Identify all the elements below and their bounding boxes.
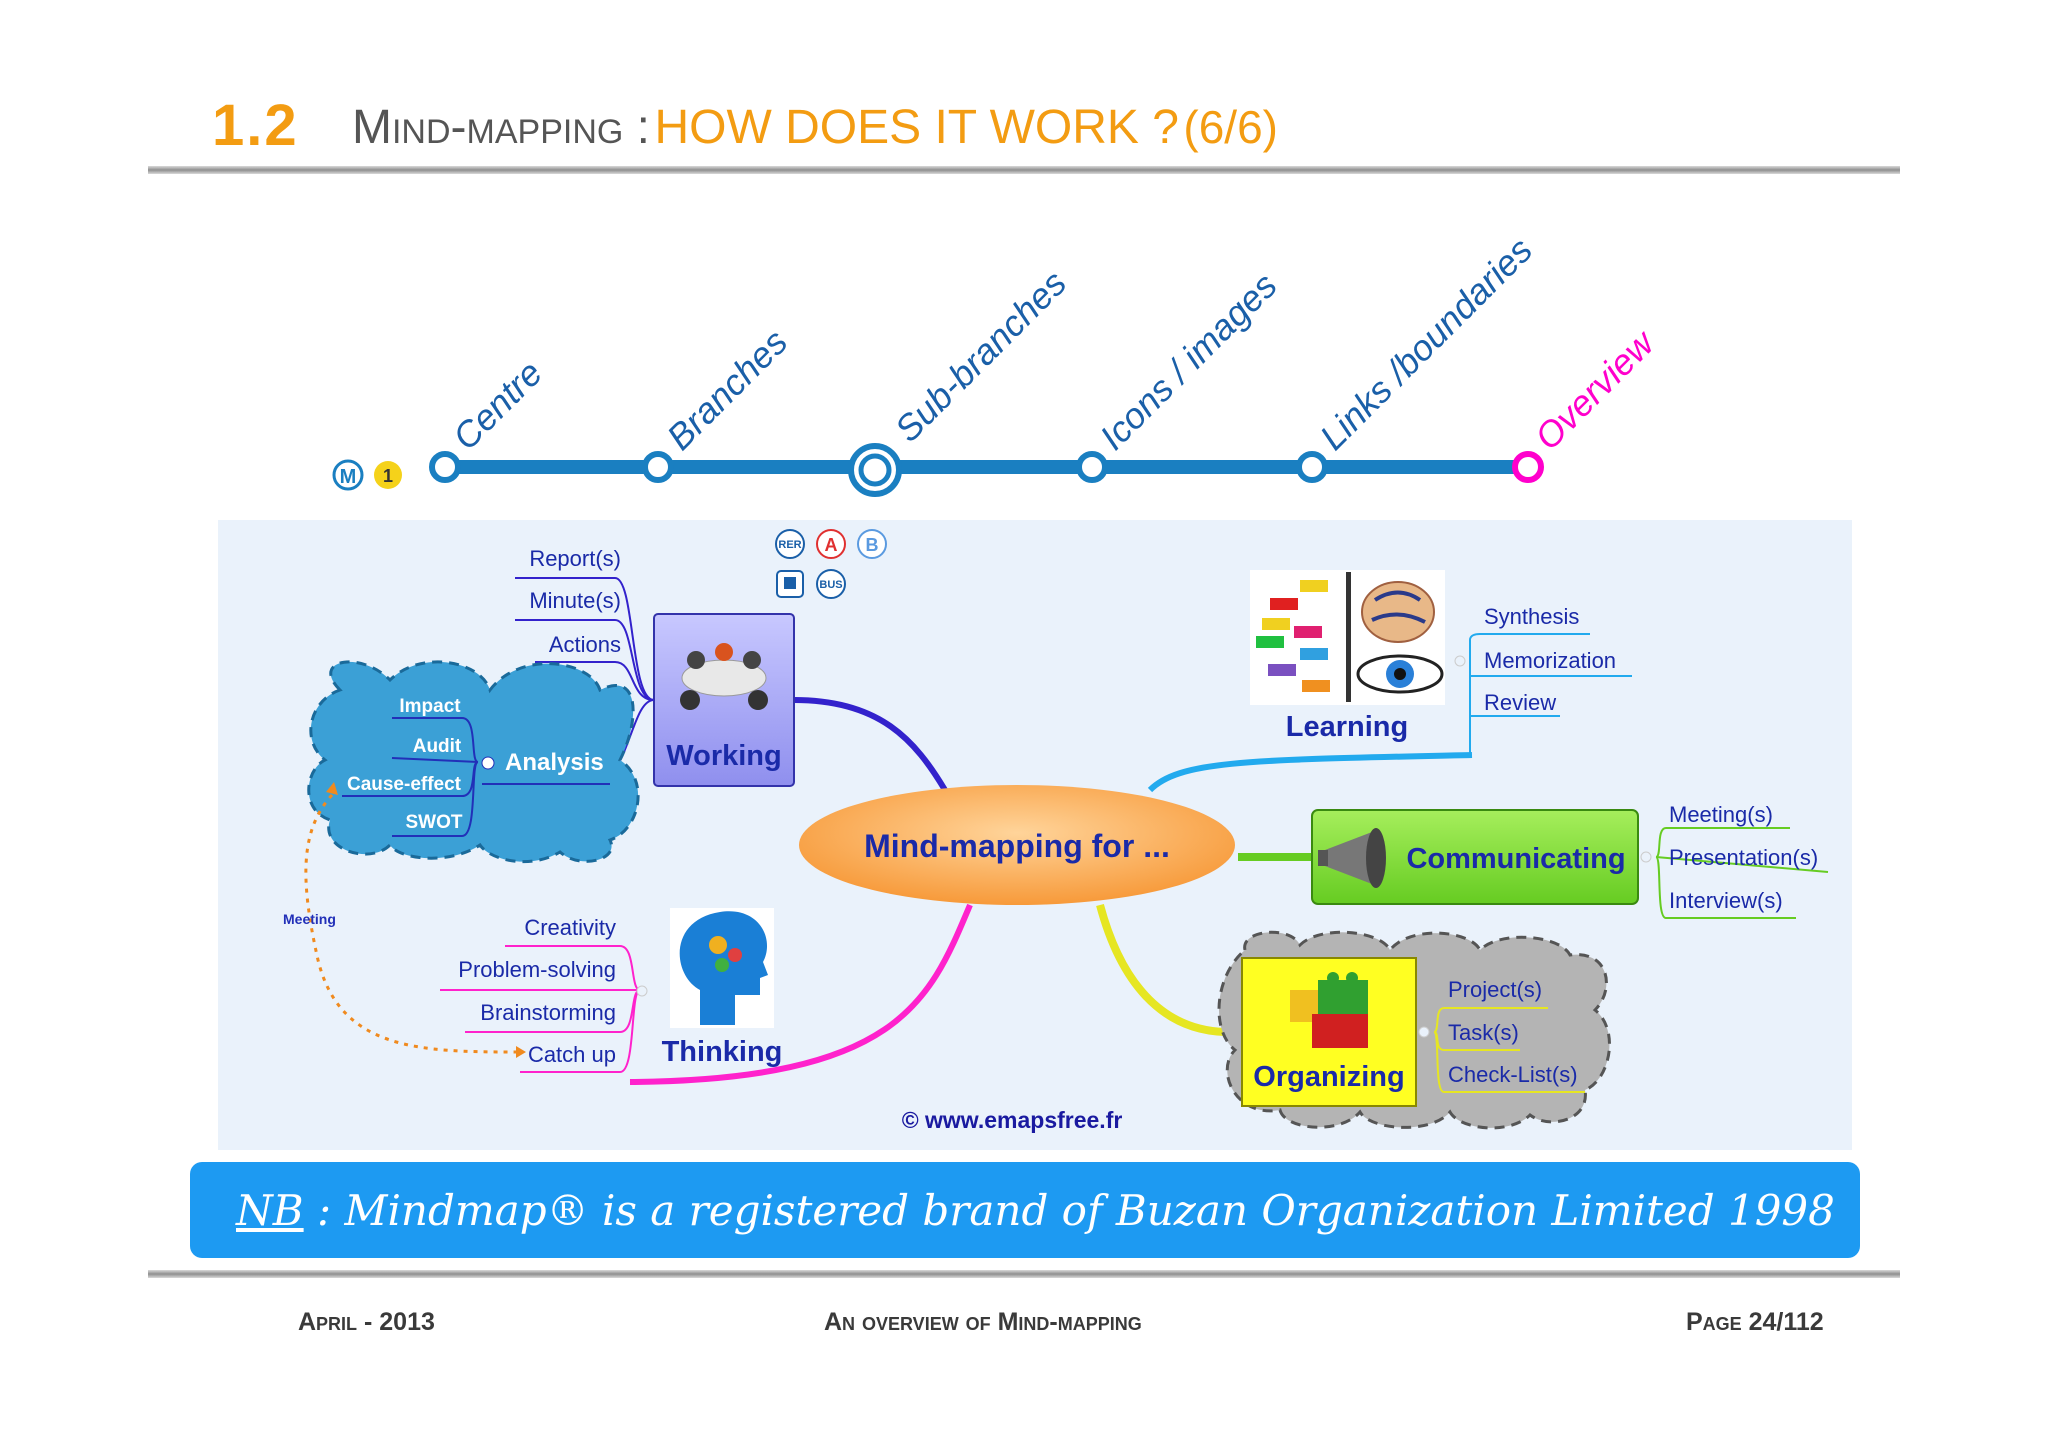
metro-timeline: M 1 Centre Branches Sub-branches Icons /… — [332, 229, 1663, 497]
metro-m-badge — [332, 459, 364, 491]
lego-bricks-icon — [1290, 972, 1368, 1048]
meeting-people-icon — [680, 643, 768, 710]
page-title: Mind-mapping : how does it work ? (6/6) — [352, 100, 1278, 155]
center-label: Mind-mapping for ... — [864, 828, 1170, 864]
footer-title: An overview of Mind-mapping — [824, 1308, 1142, 1336]
learning-item-memorization: Memorization — [1484, 648, 1616, 673]
organizing-item-projects: Project(s) — [1448, 977, 1542, 1002]
meeting-link-label: Meeting — [283, 911, 336, 927]
header-divider — [148, 166, 1900, 174]
analysis-label: Analysis — [505, 749, 604, 776]
thinking-item-creativity: Creativity — [524, 915, 616, 940]
metro-line-number: 1 — [383, 466, 393, 486]
thinking-item-catch-up: Catch up — [528, 1042, 616, 1067]
station-centre[interactable] — [429, 451, 461, 483]
megaphone-icon — [1318, 828, 1386, 888]
communicating-item-interviews: Interview(s) — [1669, 888, 1783, 913]
branch-organizing — [1096, 903, 1226, 1036]
communicating-label: Communicating — [1406, 843, 1625, 875]
analysis-item-swot: SWOT — [406, 812, 463, 833]
analysis-item-audit: Audit — [413, 736, 462, 757]
working-item-actions: Actions — [549, 632, 621, 657]
note-text: NB : Mindmap® is a registered brand of B… — [236, 1186, 1835, 1235]
branch-working — [793, 697, 948, 792]
branch-learning — [1147, 752, 1473, 793]
footer-page: Page 24/112 — [1686, 1308, 1824, 1336]
learning-label: Learning — [1286, 711, 1408, 743]
analysis-item-impact: Impact — [399, 696, 461, 717]
station-icons[interactable] — [1076, 451, 1108, 483]
title-highlight: how does it work ? — [654, 101, 1179, 154]
rer-b-label: B — [866, 535, 879, 555]
learning-item-review: Review — [1484, 690, 1556, 715]
organizing-label: Organizing — [1253, 1061, 1404, 1093]
footer-date: April - 2013 — [298, 1308, 435, 1336]
rer-icon-label: RER — [778, 539, 801, 551]
note-prefix: NB — [236, 1186, 304, 1235]
note-body: : Mindmap® is a registered brand of Buza… — [303, 1186, 1835, 1235]
communicating-collapse-dot[interactable] — [1640, 851, 1652, 863]
organizing-item-checklists: Check-List(s) — [1448, 1062, 1578, 1087]
working-label: Working — [666, 740, 781, 772]
communicating-item-presentations: Presentation(s) — [1669, 845, 1818, 870]
title-page-count: (6/6) — [1183, 101, 1278, 153]
working-item-minute: Minute(s) — [529, 588, 621, 613]
rer-icon — [775, 529, 805, 559]
analysis-collapse-dot[interactable] — [481, 756, 495, 770]
organizing-item-tasks: Task(s) — [1448, 1020, 1519, 1045]
learning-item-synthesis: Synthesis — [1484, 604, 1579, 629]
thinking-item-problem-solving: Problem-solving — [458, 957, 616, 982]
branch-thinking — [629, 903, 973, 1085]
thinking-collapse-dot[interactable] — [636, 985, 648, 997]
center-node[interactable] — [799, 785, 1235, 905]
thinking-label: Thinking — [662, 1036, 783, 1068]
rer-b-icon — [857, 529, 887, 559]
metro-line-badge — [374, 461, 402, 489]
station-sub-branches-inner — [858, 453, 892, 487]
note-banner — [190, 1162, 1860, 1258]
rer-a-label: A — [825, 535, 838, 555]
communicating-node[interactable] — [1311, 809, 1639, 905]
footer-divider — [148, 1270, 1900, 1278]
communicating-item-meetings: Meeting(s) — [1669, 802, 1773, 827]
station-overview[interactable] — [1512, 451, 1544, 483]
learning-image — [1250, 570, 1445, 705]
title-main: Mind-mapping : — [352, 101, 650, 154]
working-item-report: Report(s) — [529, 546, 621, 571]
station-branches[interactable] — [642, 451, 674, 483]
thinking-item-brainstorming: Brainstorming — [480, 1000, 616, 1025]
bus-icon — [816, 569, 846, 599]
section-number: 1.2 — [212, 93, 299, 158]
rer-a-icon — [816, 529, 846, 559]
station-links[interactable] — [1296, 451, 1328, 483]
bus-icon-label: BUS — [819, 579, 842, 591]
metro-m-letter: M — [340, 466, 357, 488]
analysis-item-cause-effect: Cause-effect — [347, 774, 462, 795]
organizing-collapse-dot[interactable] — [1418, 1026, 1430, 1038]
learning-collapse-dot[interactable] — [1454, 655, 1466, 667]
copyright-link: © www.emapsfree.fr — [902, 1107, 1123, 1133]
thinking-head-icon — [670, 908, 774, 1028]
